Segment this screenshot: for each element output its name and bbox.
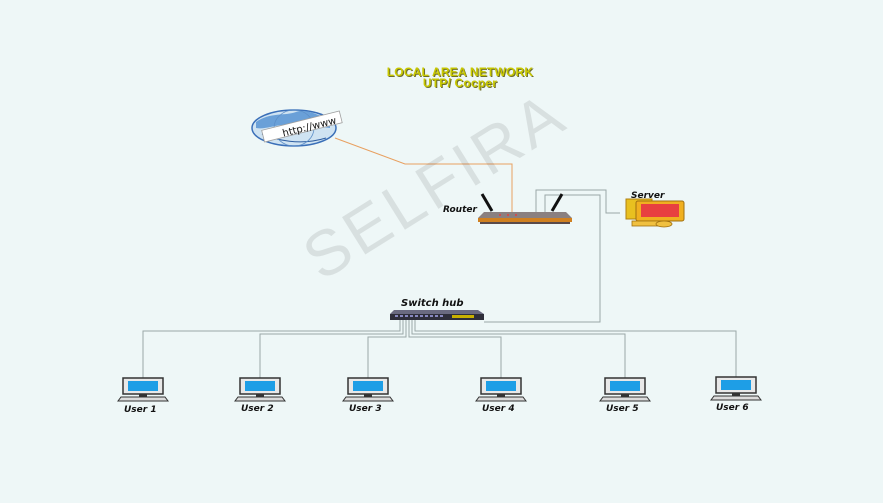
link-user-2 — [259, 320, 404, 378]
server-label: Server — [631, 191, 665, 201]
user-6-label: User 6 — [716, 403, 749, 413]
computer-icon — [342, 377, 394, 402]
diagram-title: LOCAL AREA NETWORK — [386, 65, 534, 79]
user-2-label: User 2 — [241, 404, 274, 414]
link-user-5 — [411, 320, 626, 378]
user-5-label: User 5 — [606, 404, 639, 414]
router-server-link — [535, 189, 620, 214]
user-1-label: User 1 — [124, 405, 157, 415]
computer-icon — [710, 376, 762, 401]
link-user-3 — [367, 320, 407, 378]
diagram-subtitle: UTP/ Cocper — [422, 76, 498, 90]
switch-user-links — [142, 320, 737, 378]
router-switch-link — [484, 194, 601, 323]
server-icon — [625, 198, 685, 228]
router-label: Router — [443, 205, 477, 215]
globe-icon — [251, 109, 343, 147]
switch-label: Switch hub — [401, 298, 464, 309]
computer-icon — [234, 377, 286, 402]
computer-icon — [599, 377, 651, 402]
computer-icon — [475, 377, 527, 402]
link-user-4 — [408, 320, 502, 378]
user-3-label: User 3 — [349, 404, 382, 414]
switch-hub-icon — [390, 310, 484, 320]
internet-router-link — [334, 137, 513, 212]
user-computers — [117, 376, 762, 402]
computer-icon — [117, 377, 169, 402]
user-4-label: User 4 — [482, 404, 515, 414]
link-user-6 — [414, 320, 737, 378]
router-icon — [478, 193, 572, 224]
link-user-1 — [142, 320, 401, 378]
